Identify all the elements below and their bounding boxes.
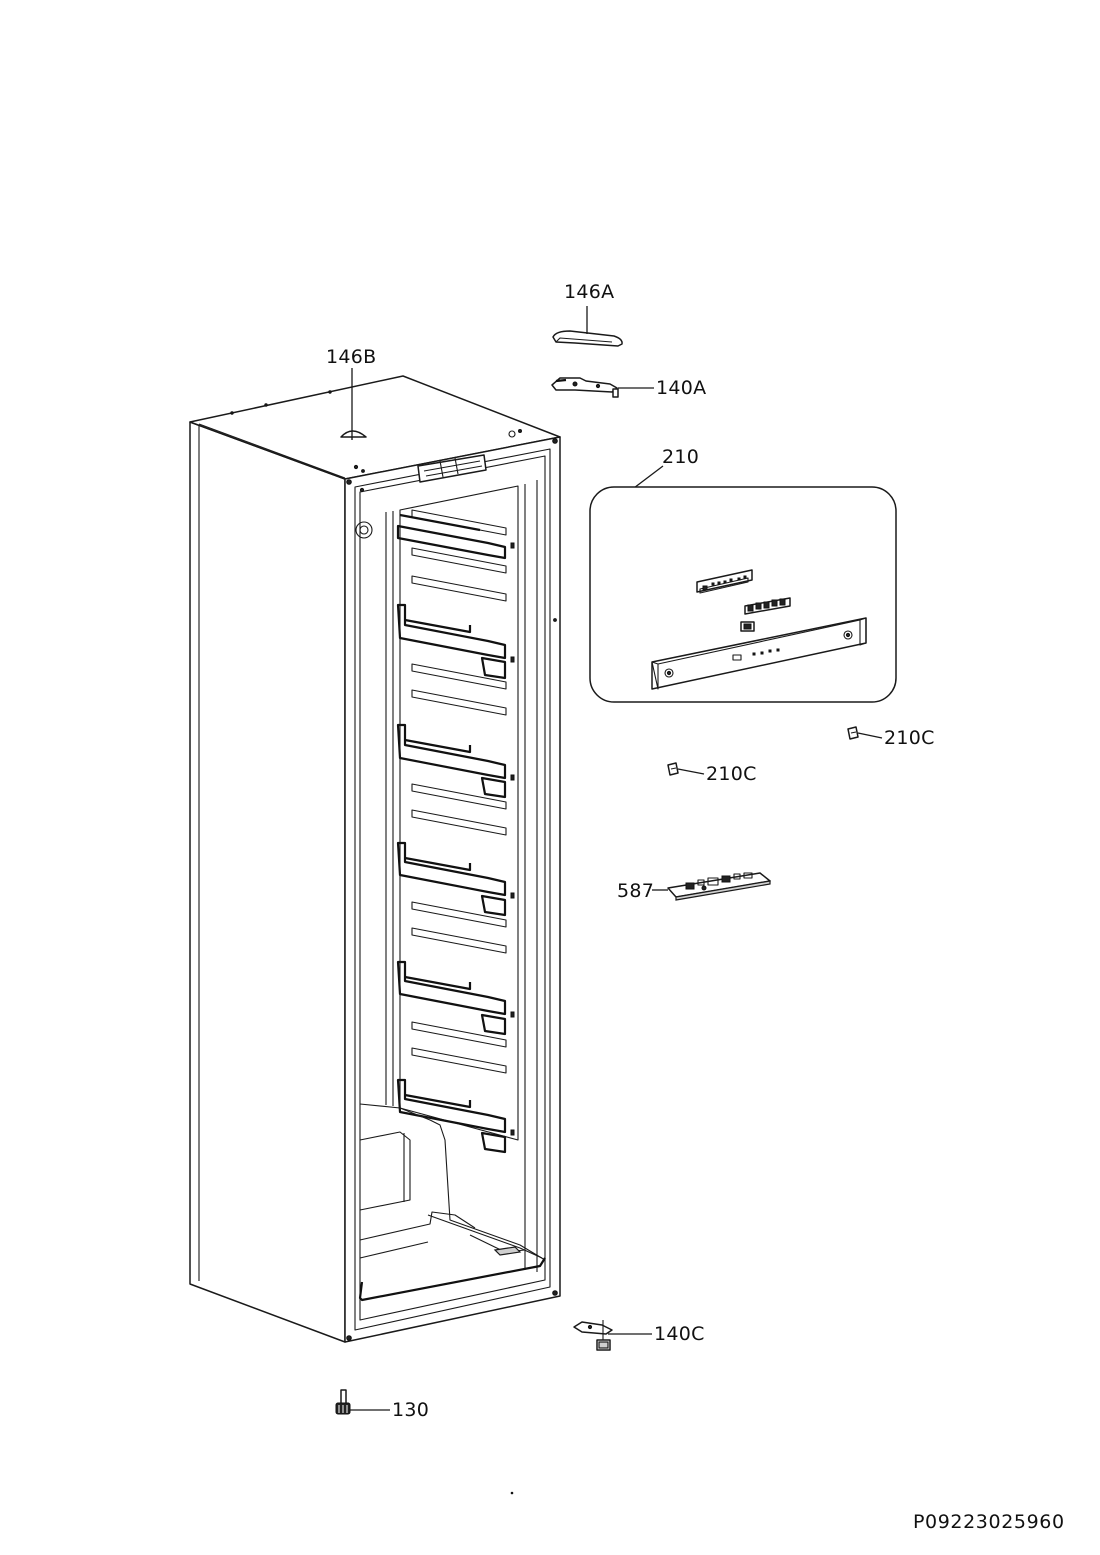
callout-587: 587 [617,880,655,902]
part-587-control-board [652,872,771,901]
callout-140c: 140C [654,1323,705,1345]
callout-146b: 146B [326,346,377,368]
callout-210c-mid: 210C [706,763,757,785]
part-140a-top-hinge [551,377,654,398]
callout-210c-right: 210C [884,727,935,749]
shelf-support-1 [396,513,507,560]
shelf-supports [396,513,515,1154]
shelf-support-6 [396,1078,507,1154]
cabinet-body [189,375,561,1343]
shelf-ribs [411,509,507,1074]
callout-130: 130 [392,1399,430,1421]
shelf-support-2 [396,603,507,680]
part-140c-bottom-hinge [573,1320,652,1351]
shelf-support-3 [396,723,507,799]
shelf-support-4 [396,841,507,917]
part-146b-top-cap [340,368,367,440]
part-130-adjustable-foot [335,1389,390,1415]
callout-146a: 146A [564,281,615,303]
cabinet-liner [355,480,538,1272]
part-210-control-panel-group [589,465,897,703]
control-panel-fascia [651,617,867,690]
callout-210: 210 [662,446,700,468]
bottom-compartment [358,1103,546,1302]
button-strip [744,597,791,615]
part-210c-clip-right [847,726,883,740]
part-146a-hinge-cover [552,306,623,347]
callout-140a: 140A [656,377,707,399]
part-210c-clip-mid [667,762,705,776]
display-board [696,569,753,594]
document-id: P09223025960 [913,1511,1065,1533]
shelf-support-5 [396,960,507,1036]
